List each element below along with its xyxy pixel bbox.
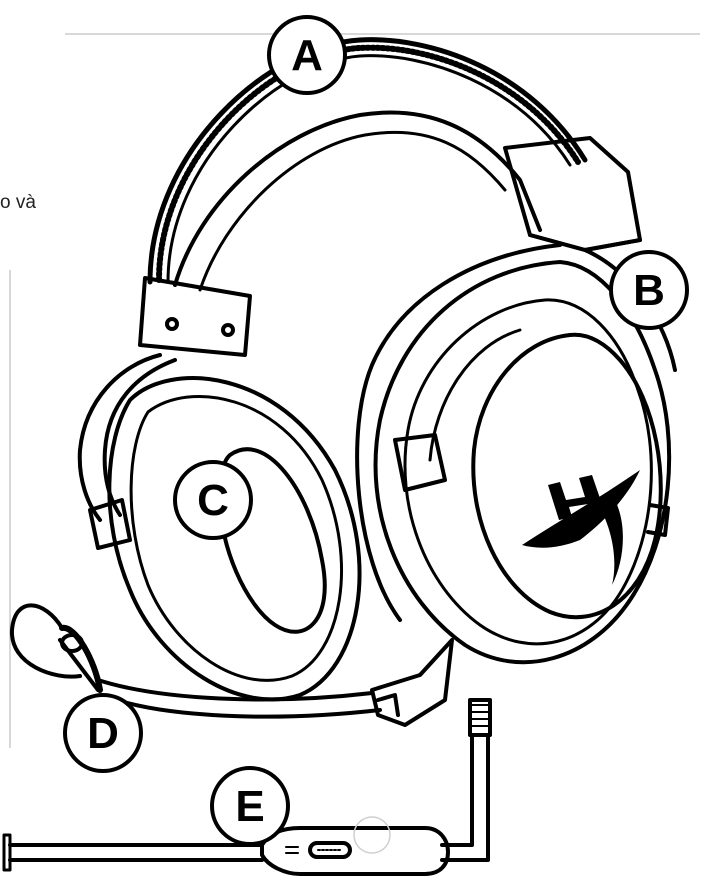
callout-a: A (267, 15, 347, 95)
callout-e: E (210, 766, 290, 846)
callout-c: C (173, 460, 253, 540)
callout-d-label: D (87, 709, 119, 758)
callout-e-label: E (235, 782, 264, 831)
headband (147, 37, 588, 292)
callout-b: B (609, 250, 689, 330)
right-side-clip (393, 433, 670, 537)
right-earcup (355, 243, 677, 665)
left-earcup (107, 376, 362, 702)
microphone-head (9, 603, 103, 693)
callout-c-label: C (197, 476, 229, 525)
callout-b-label: B (633, 266, 665, 315)
hyperx-logo (522, 470, 640, 585)
headset-cable (440, 698, 492, 862)
microphone-boom (96, 638, 454, 727)
inline-control (2, 816, 450, 876)
page-fragment-text: o và (0, 192, 36, 213)
callout-a-label: A (291, 31, 323, 80)
callout-d: D (63, 693, 143, 773)
left-slider-block (138, 276, 252, 357)
